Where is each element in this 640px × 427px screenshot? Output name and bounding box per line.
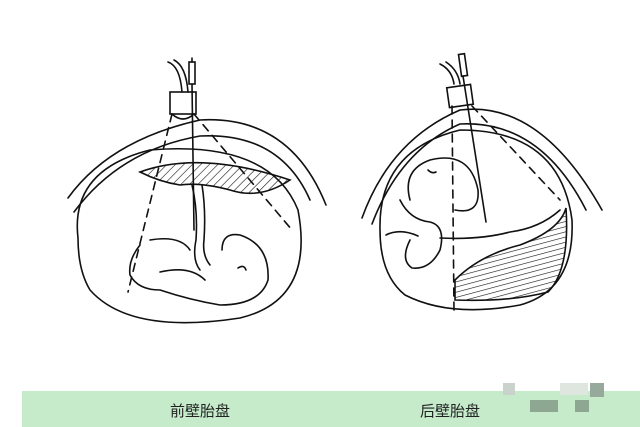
- posterior-placenta-label: 后壁胎盘: [420, 402, 481, 420]
- placenta-diagram: [67, 52, 603, 324]
- anterior-placenta-panel: [67, 57, 327, 324]
- posterior-placenta-panel: [361, 52, 603, 311]
- anterior-placenta-label: 前壁胎盘: [170, 402, 231, 420]
